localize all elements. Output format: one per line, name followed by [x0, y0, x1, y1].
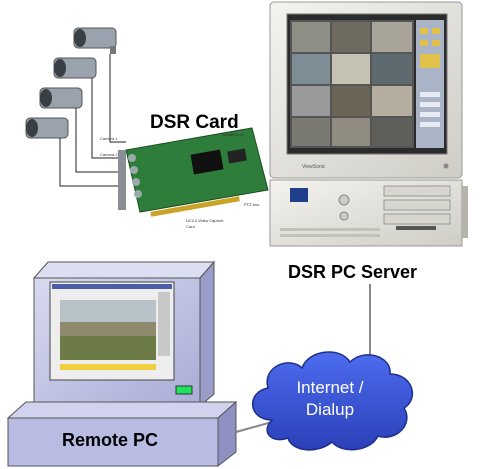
- server-label: DSR PC Server: [288, 262, 418, 282]
- svg-text:Camera 1: Camera 1: [100, 136, 118, 141]
- camera-cables: [59, 54, 126, 187]
- internet-cloud: [251, 351, 414, 451]
- cloud-label-line1: Internet /: [296, 378, 364, 397]
- remote-base: [6, 400, 238, 468]
- svg-text:PTZ bus: PTZ bus: [244, 202, 259, 207]
- remote-link-line: [235, 421, 273, 433]
- dsr-card: UCC4 Video Capture Card Serial/Ext IO PT…: [100, 127, 269, 229]
- cloud-label: Internet / Dialup: [270, 377, 390, 421]
- camera-3: [39, 87, 83, 109]
- camera-1: [73, 27, 117, 54]
- monitor-brand: ViewSonic: [302, 164, 326, 170]
- remote-pc-label: Remote PC: [62, 430, 159, 450]
- remote-pc: [32, 260, 216, 408]
- svg-text:Camera 2: Camera 2: [100, 152, 118, 157]
- svg-text:Serial/Ext IO: Serial/Ext IO: [222, 132, 244, 137]
- cloud-label-line2: Dialup: [305, 400, 355, 419]
- server-case: [269, 179, 468, 247]
- server-monitor: ViewSonic: [269, 1, 463, 179]
- camera-2: [53, 57, 97, 79]
- dsr-card-label: DSR Card: [150, 112, 239, 133]
- svg-text:UCC4 Video Capture: UCC4 Video Capture: [186, 218, 224, 223]
- camera-view-grid: [290, 20, 414, 148]
- camera-4: [25, 117, 69, 139]
- svg-text:Card: Card: [186, 224, 195, 229]
